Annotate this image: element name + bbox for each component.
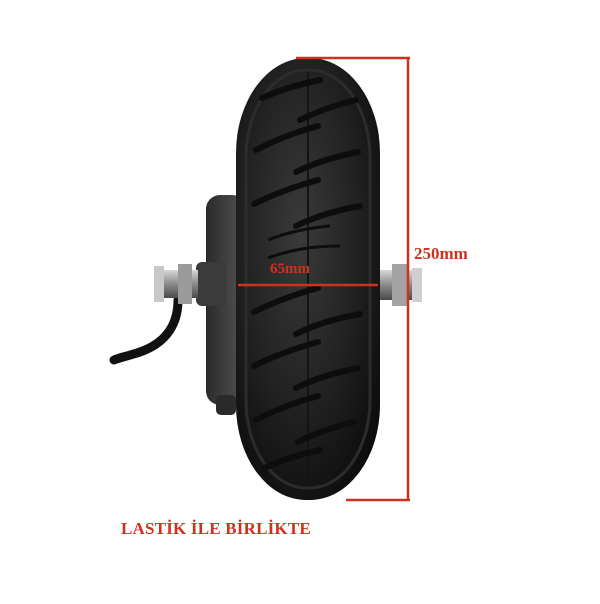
height-label: 250mm (414, 244, 468, 263)
tire (236, 58, 380, 500)
motor-cable (109, 295, 183, 365)
caption-text: LASTİK İLE BİRLİKTE (121, 519, 311, 538)
height-dimension (296, 56, 410, 502)
width-label: 65mm (270, 261, 310, 277)
left-axle (154, 264, 198, 304)
right-axle (380, 264, 422, 306)
